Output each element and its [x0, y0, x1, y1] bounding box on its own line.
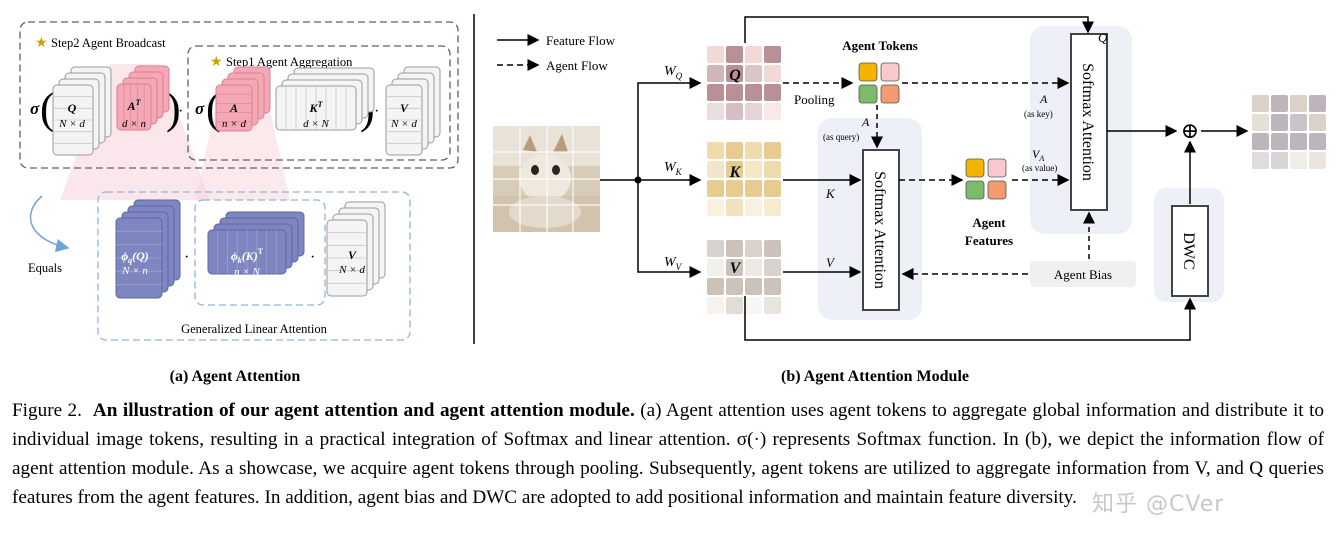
v-feature-grid: [707, 240, 781, 314]
wq-arrow: [637, 77, 702, 180]
kt-matrix-dim: d × N: [303, 118, 329, 130]
q-path: [744, 16, 1094, 43]
kt-matrix-label: KT: [309, 100, 324, 115]
equals-label: Equals: [28, 261, 62, 275]
agent-features-label-1: Agent: [972, 215, 1006, 230]
phik-matrix-stack: [207, 211, 305, 275]
dwc-label: DWC: [1180, 232, 1197, 269]
wk-label: WK: [664, 160, 683, 177]
softmax1-label: Softmax Attention: [871, 171, 888, 289]
v2-matrix-label: V: [348, 248, 357, 262]
paren-right: ): [166, 84, 181, 133]
star-icon: ★: [35, 36, 48, 51]
q-grid-label: Q: [729, 67, 741, 84]
sigma-symbol: σ: [30, 99, 40, 118]
figure-diagram: ★ Step2 Agent Broadcast ★ Step1 Agent Ag…: [19, 14, 1326, 344]
gla-inner-box: [194, 199, 326, 306]
k-grid-label: K: [729, 164, 742, 181]
agent-attention-module-panel: Feature Flow Agent Flow WQ WK WV: [493, 16, 1326, 341]
phik-dim: n × N: [234, 266, 260, 278]
figure-caption: Figure 2. An illustration of our agent a…: [12, 396, 1324, 512]
dot-operator: ·: [184, 249, 189, 266]
step1-label: Step1 Agent Aggregation: [226, 55, 353, 69]
at-matrix-label: AT: [127, 98, 142, 113]
caption-title: An illustration of our agent attention a…: [92, 400, 635, 421]
wv-arrow: [637, 180, 702, 278]
v-grid-label: V: [730, 260, 742, 277]
input-image: [493, 126, 600, 232]
softmax2-label: Softmax Attention: [1079, 63, 1096, 181]
star-icon: ★: [210, 55, 223, 70]
q-feature-grid: [707, 46, 781, 120]
a-matrix-dim: n × d: [222, 118, 246, 130]
equals-arrow: [29, 195, 70, 253]
at-matrix-stack: [116, 65, 170, 131]
phiq-dim: N × n: [121, 265, 148, 277]
step2-box: [19, 21, 459, 169]
watermark: 知乎 @CVer: [1092, 492, 1225, 517]
phik-label: ϕk(K)T: [231, 247, 264, 265]
k-input-label: K: [825, 186, 836, 201]
a-key-label: A: [1039, 92, 1048, 106]
v-matrix-stack: [385, 66, 441, 156]
as-key-label: (as key): [1024, 109, 1053, 119]
legend-agent-flow: Agent Flow: [546, 58, 608, 73]
agent-features-label-2: Features: [965, 233, 1013, 248]
subcaption-b: (b) Agent Attention Module: [781, 368, 969, 385]
as-value-label: (as value): [1022, 163, 1057, 173]
feature-grids: [707, 46, 1326, 314]
pink-projection: [195, 110, 290, 200]
gla-label: Generalized Linear Attention: [181, 322, 328, 336]
wv-label: WV: [664, 255, 683, 272]
matrix-stacks: [52, 65, 441, 299]
va-label: VA: [1032, 147, 1044, 163]
paren-left: (: [40, 84, 55, 133]
agent-tokens: [858, 62, 900, 104]
dwc-block: [1171, 205, 1209, 297]
v-matrix-dim: N × d: [390, 118, 417, 130]
step2-label: Step2 Agent Broadcast: [51, 36, 166, 50]
output-feature-grid: [1252, 95, 1326, 169]
agent-token-squares: [858, 62, 900, 104]
q-matrix-stack: [52, 66, 112, 156]
agent-tokens-label: Agent Tokens: [842, 38, 918, 53]
agent-bias-label: Agent Bias: [1054, 267, 1112, 282]
agent-feature-squares: [965, 158, 1007, 200]
plus-operator: ⊕: [1181, 118, 1199, 143]
sigma-symbol: σ: [195, 99, 205, 118]
dot-operator: ·: [374, 103, 379, 120]
v2-matrix-dim: N × d: [338, 264, 365, 276]
agent-attention-panel: ★ Step2 Agent Broadcast ★ Step1 Agent Ag…: [19, 21, 459, 341]
wq-label: WQ: [664, 64, 683, 81]
phiq-label: ϕq(Q): [121, 249, 149, 265]
softmax-attention-block-2: [1070, 33, 1108, 211]
v-to-dwc-arrow: [744, 296, 1196, 341]
phiq-matrix-stack: [115, 199, 181, 299]
as-query-label: (as query): [823, 132, 859, 142]
a-query-label: A: [861, 115, 870, 129]
q-matrix-label: Q: [68, 101, 77, 115]
v2-matrix-stack: [326, 201, 386, 297]
q-top-label: Q: [1098, 30, 1108, 45]
at-matrix-dim: d × n: [122, 118, 146, 130]
softmax-attention-block-1: [862, 149, 900, 311]
dot-operator: ·: [310, 249, 315, 266]
step1-box: [187, 45, 451, 161]
k-feature-grid: [707, 142, 781, 216]
q-matrix-dim: N × d: [58, 118, 85, 130]
agent-features: [965, 158, 1007, 200]
a-matrix-stack: [215, 66, 271, 132]
agent-bias-box: [1030, 261, 1136, 287]
caption-label: Figure 2.: [12, 400, 82, 421]
pooling-label: Pooling: [794, 92, 835, 107]
gla-box: [97, 191, 411, 341]
dot-operator: ·: [178, 103, 183, 120]
v-input-label: V: [826, 255, 836, 270]
caption-body: (a) Agent attention uses agent tokens to…: [12, 400, 1325, 508]
legend-feature-flow: Feature Flow: [546, 33, 616, 48]
a-matrix-label: A: [229, 101, 238, 115]
v-matrix-label: V: [400, 101, 409, 115]
subcaption-a: (a) Agent Attention: [169, 368, 301, 385]
kt-matrix-stack: [275, 67, 375, 131]
